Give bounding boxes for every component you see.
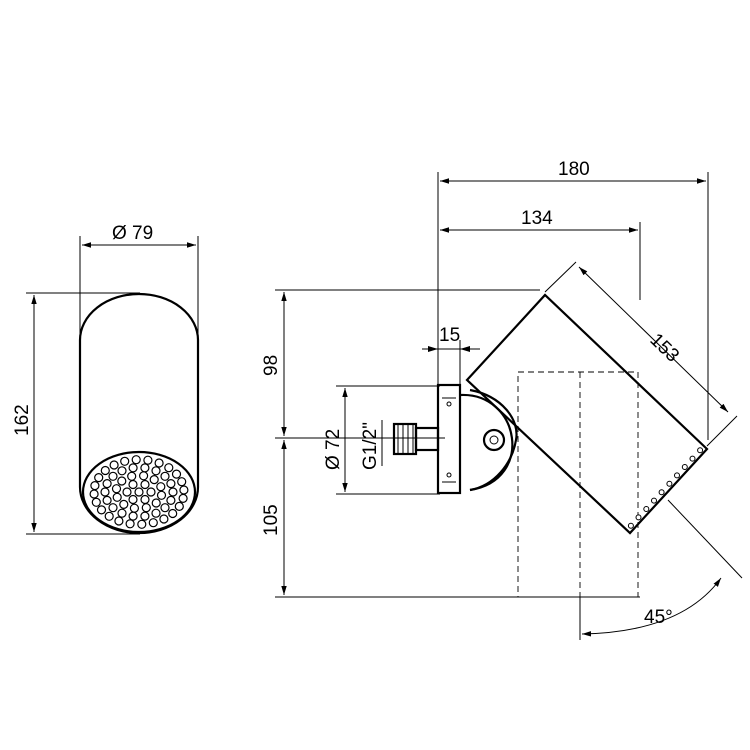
spray-bump bbox=[689, 455, 696, 462]
nozzle bbox=[112, 492, 122, 502]
tilt-angle-arc bbox=[581, 577, 722, 637]
spray-bump bbox=[643, 506, 650, 512]
nozzle bbox=[178, 493, 188, 503]
nozzle bbox=[102, 495, 112, 505]
spray-bump bbox=[635, 514, 642, 521]
nozzle bbox=[111, 484, 122, 494]
nozzle bbox=[177, 477, 187, 487]
head-length-dimension-line bbox=[578, 266, 729, 413]
flange-diameter-label: Ø 72 bbox=[323, 429, 344, 470]
side-view: 180 134 98 105 15 Ø 72 G1/2" bbox=[261, 159, 743, 640]
front-diameter-label: Ø 79 bbox=[112, 223, 153, 244]
spray-bump bbox=[627, 522, 634, 529]
nozzle bbox=[166, 495, 176, 505]
nozzle bbox=[128, 494, 138, 505]
vertical-position-outline bbox=[517, 371, 639, 598]
nozzle bbox=[120, 456, 130, 466]
nozzle bbox=[94, 473, 104, 483]
nozzle bbox=[140, 479, 150, 490]
spray-nozzle-bumps bbox=[627, 447, 704, 529]
nozzle bbox=[156, 482, 166, 492]
nozzle bbox=[140, 494, 150, 505]
nozzle bbox=[160, 471, 170, 481]
nozzle bbox=[174, 501, 184, 511]
nozzle bbox=[104, 511, 114, 521]
nozzle bbox=[140, 511, 150, 521]
nozzle bbox=[137, 519, 147, 529]
nozzle bbox=[125, 519, 135, 529]
tilted-shower-head bbox=[465, 293, 709, 535]
nozzle bbox=[89, 489, 99, 499]
nozzle bbox=[117, 466, 127, 476]
head-length-label: 153 bbox=[646, 329, 683, 366]
nozzle bbox=[122, 487, 132, 497]
nozzle bbox=[179, 485, 189, 495]
nozzle bbox=[154, 458, 164, 468]
nozzle bbox=[96, 505, 107, 515]
ball-joint bbox=[459, 388, 518, 492]
nozzle bbox=[171, 469, 182, 479]
nozzle bbox=[141, 503, 151, 513]
spray-bump bbox=[674, 472, 680, 479]
front-height-label: 162 bbox=[12, 404, 33, 436]
nozzle bbox=[151, 498, 161, 508]
spray-bump bbox=[651, 497, 657, 504]
nozzle bbox=[168, 508, 178, 519]
nozzle bbox=[108, 503, 118, 513]
nozzle bbox=[114, 516, 124, 526]
overall-depth-label: 180 bbox=[558, 159, 590, 180]
nozzle bbox=[159, 514, 169, 524]
nozzle bbox=[90, 481, 100, 491]
spray-bump bbox=[666, 480, 673, 487]
spray-bump bbox=[697, 447, 704, 454]
nozzle bbox=[148, 518, 158, 528]
nozzle bbox=[117, 476, 127, 486]
spray-bump bbox=[681, 464, 688, 470]
spray-face bbox=[81, 450, 197, 534]
tilt-angle-label: 45° bbox=[644, 607, 673, 628]
nozzle bbox=[149, 475, 159, 485]
front-view: Ø 79 162 bbox=[12, 223, 200, 535]
nozzle bbox=[119, 499, 129, 509]
nozzle bbox=[129, 503, 139, 513]
nozzle bbox=[91, 497, 101, 507]
inlet-connector bbox=[392, 422, 440, 456]
nozzle bbox=[151, 508, 161, 518]
nozzle bbox=[109, 460, 119, 470]
nozzle bbox=[164, 463, 174, 473]
upper-height-label: 98 bbox=[261, 355, 282, 376]
nozzle-grid bbox=[89, 455, 189, 529]
thread-label: G1/2" bbox=[360, 422, 381, 470]
nozzle bbox=[100, 487, 110, 497]
nozzle bbox=[102, 479, 112, 489]
nozzle bbox=[139, 471, 149, 481]
nozzle bbox=[131, 455, 141, 465]
nozzle bbox=[168, 487, 178, 497]
wall-flange bbox=[436, 383, 462, 495]
nozzle bbox=[166, 479, 176, 489]
nozzle bbox=[128, 511, 138, 521]
nozzle bbox=[117, 508, 127, 518]
nozzle bbox=[146, 487, 156, 497]
nozzle bbox=[128, 463, 138, 473]
pivot-screw bbox=[482, 428, 506, 452]
nozzle bbox=[160, 503, 170, 513]
nozzle bbox=[156, 490, 167, 500]
lower-height-label: 105 bbox=[261, 504, 282, 536]
pivot-depth-label: 134 bbox=[521, 208, 553, 229]
nozzle bbox=[151, 466, 161, 476]
nozzle bbox=[134, 487, 144, 497]
nozzle bbox=[108, 471, 118, 481]
nozzle bbox=[100, 465, 110, 476]
nozzle bbox=[140, 463, 150, 473]
nozzle bbox=[143, 455, 153, 465]
spray-bump bbox=[658, 489, 665, 496]
flange-thickness-label: 15 bbox=[439, 325, 460, 346]
nozzle bbox=[127, 471, 137, 481]
nozzle bbox=[128, 479, 138, 490]
